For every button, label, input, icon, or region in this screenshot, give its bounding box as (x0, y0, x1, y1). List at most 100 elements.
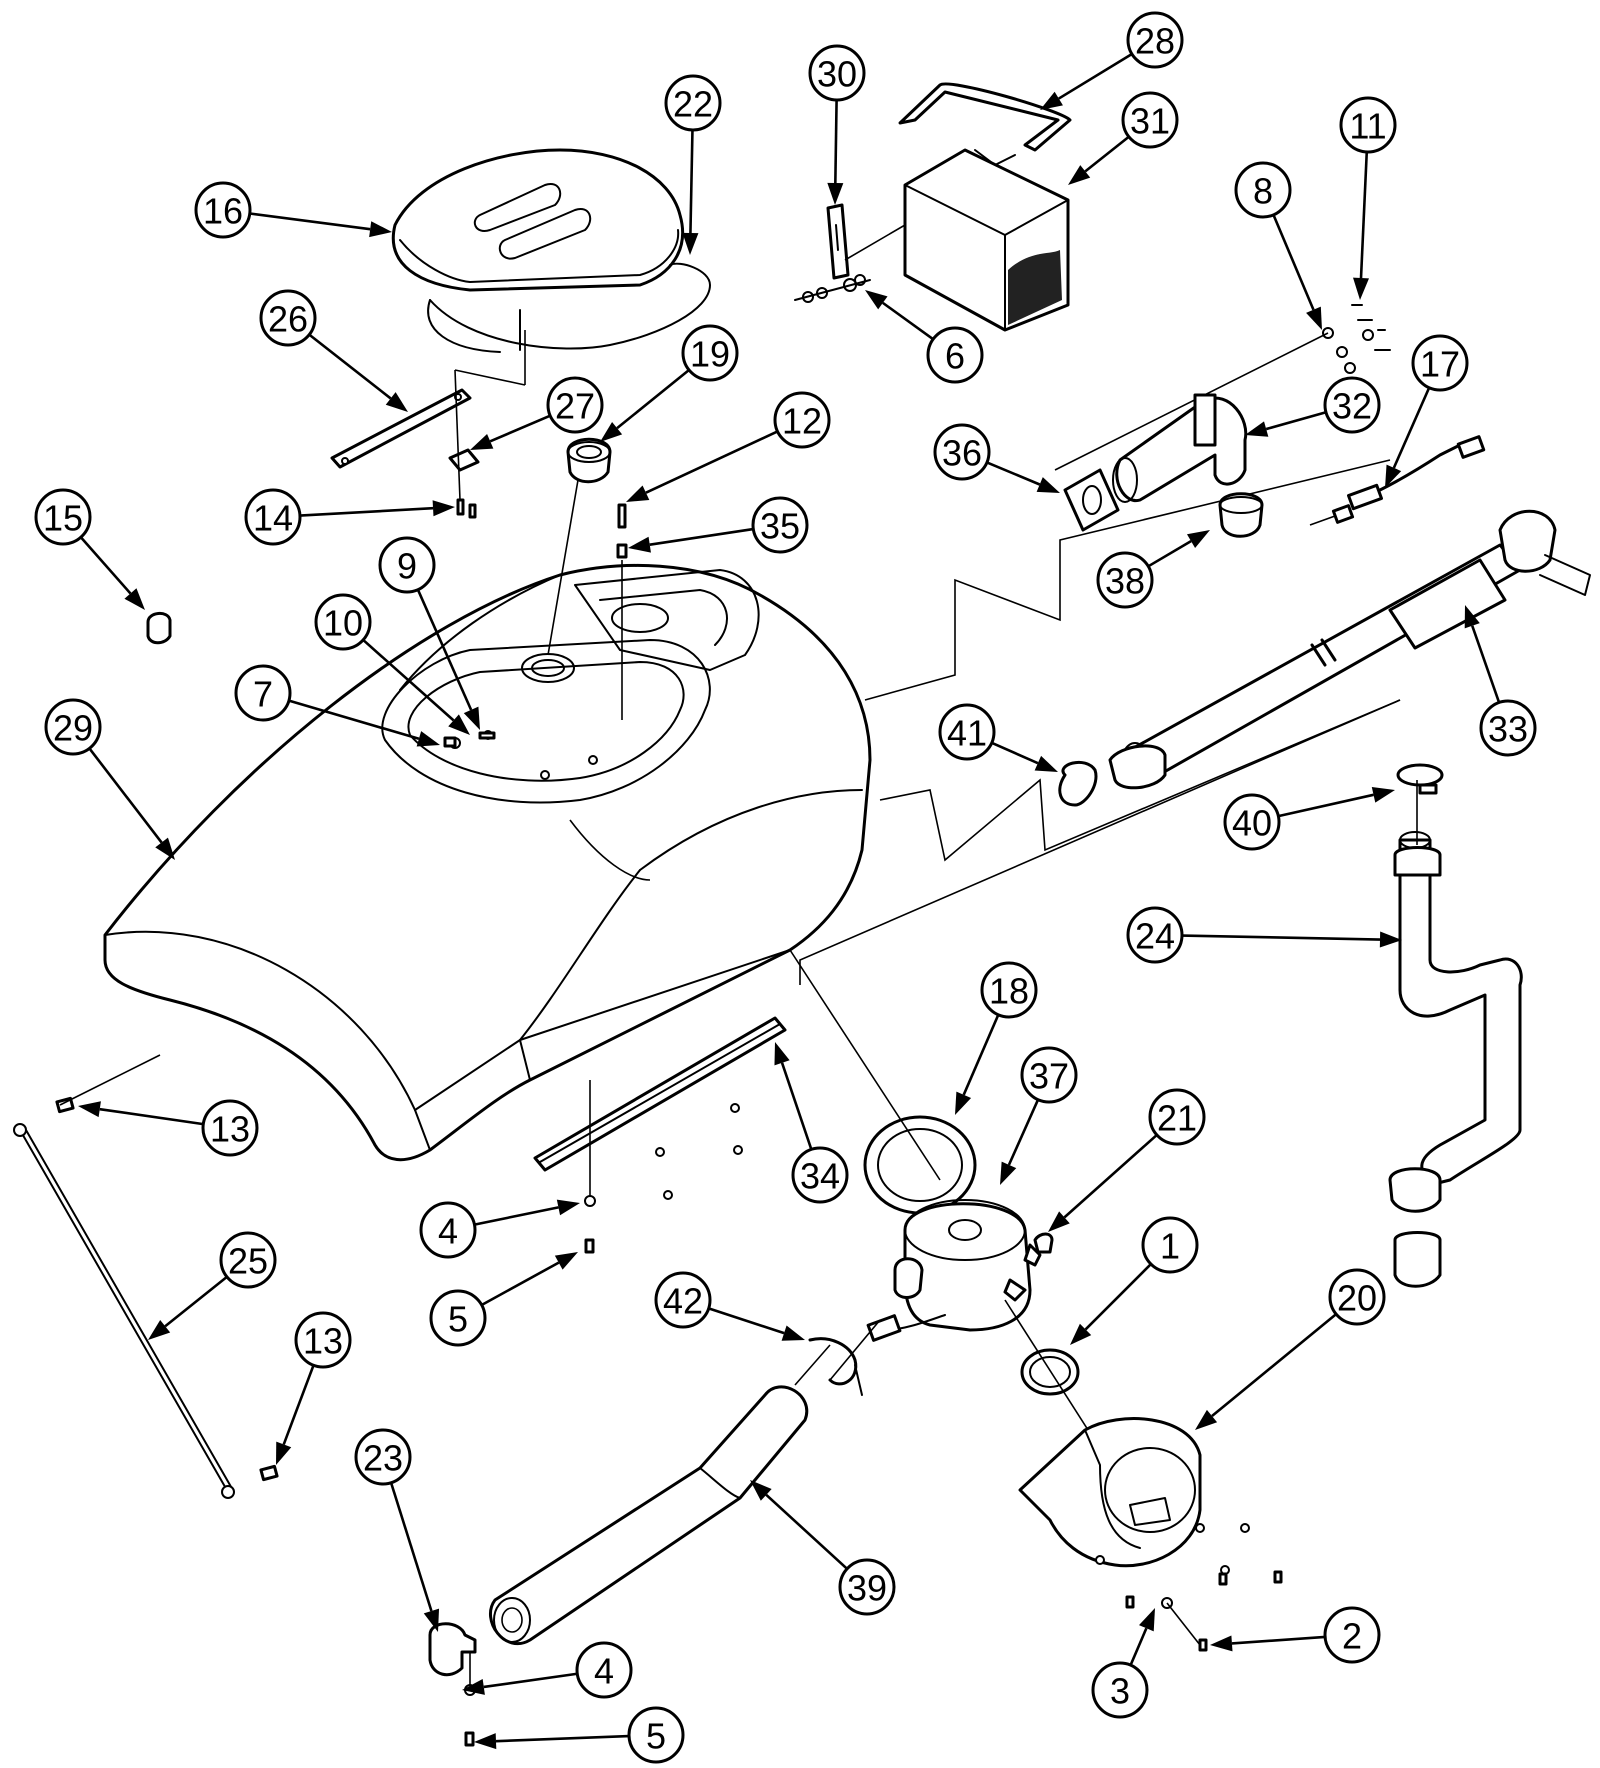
callout-circle (294, 1311, 352, 1369)
callout-number: 40 (1232, 803, 1272, 844)
callout-number: 17 (1420, 344, 1460, 385)
part-21-knob (1033, 1232, 1054, 1254)
leader-line (882, 301, 934, 341)
leader-line (282, 1364, 315, 1445)
callout-26: 26 (259, 289, 408, 412)
part-2-3-fasteners (1125, 1570, 1283, 1652)
part-36-flange (1063, 468, 1120, 532)
callout-circle (933, 423, 991, 481)
callout-number: 14 (253, 498, 293, 539)
leader-line (780, 1062, 813, 1150)
leader-line (299, 506, 434, 517)
parts-7-9-10 (443, 731, 496, 748)
leader-line (765, 1493, 848, 1570)
arrowhead (1040, 91, 1063, 110)
leader-line (708, 1307, 785, 1335)
callout-circle (378, 536, 436, 594)
callout-circle (1411, 334, 1469, 392)
arrowhead (1371, 786, 1395, 803)
callout-circle (751, 496, 809, 554)
callout-circle (926, 326, 984, 384)
callout-number: 24 (1135, 916, 1175, 957)
leader-line (1058, 52, 1133, 100)
arrowhead (1070, 1323, 1092, 1345)
callout-34: 34 (774, 1042, 849, 1204)
part-13-fasteners (55, 1054, 279, 1482)
callout-8: 8 (1234, 161, 1322, 330)
callout-21: 21 (1048, 1088, 1206, 1232)
callout-2: 2 (1210, 1606, 1381, 1664)
callout-circle (419, 1201, 477, 1259)
leader-line (834, 99, 838, 184)
callout-number: 15 (43, 498, 83, 539)
leader-line (1359, 151, 1369, 279)
callout-10: 10 (314, 593, 470, 735)
callout-number: 13 (210, 1109, 250, 1150)
arrowhead (124, 588, 145, 610)
arrowhead (1245, 421, 1269, 437)
callout-circle (838, 1558, 896, 1616)
leader-line (489, 414, 551, 443)
leader-line (164, 1275, 228, 1328)
callout-5: 5 (429, 1252, 578, 1347)
callout-number: 21 (1157, 1098, 1197, 1139)
arrowhead (750, 1480, 772, 1501)
callout-28: 28 (1040, 11, 1184, 110)
part-28-handle (898, 82, 1072, 166)
callout-number: 1 (1160, 1226, 1180, 1267)
arrowhead (600, 421, 623, 442)
arrowhead (554, 1252, 578, 1270)
part-6-hardware (794, 274, 871, 303)
callout-circle (1323, 376, 1381, 434)
arrowhead (774, 1042, 790, 1066)
leader-line (99, 1107, 204, 1126)
part-16-lid (391, 148, 685, 292)
arrowhead (1464, 605, 1480, 629)
callout-number: 5 (646, 1716, 666, 1757)
part-38-ring (1218, 492, 1264, 538)
arrowhead (1306, 306, 1322, 330)
arrowhead (556, 1199, 580, 1216)
callout-circle (1096, 551, 1154, 609)
callout-number: 42 (663, 1281, 703, 1322)
leader-line (649, 527, 754, 546)
arrowhead (955, 1091, 972, 1115)
callout-number: 23 (363, 1438, 403, 1479)
callout-number: 4 (594, 1651, 614, 1692)
callout-number: 38 (1105, 561, 1145, 602)
callout-circle (314, 593, 372, 651)
arrowhead (148, 1320, 171, 1340)
leader-line (1211, 1313, 1337, 1418)
callout-3: 3 (1091, 1608, 1155, 1719)
callout-36: 36 (933, 423, 1060, 493)
arrowhead (1139, 1608, 1155, 1632)
callout-13: 13 (276, 1311, 352, 1465)
callout-circle (219, 1231, 277, 1289)
callout-33: 33 (1464, 605, 1537, 757)
leader-line (483, 1672, 578, 1689)
callout-circle (664, 74, 722, 132)
callout-number: 13 (303, 1321, 343, 1362)
callout-circle (1339, 96, 1397, 154)
callout-4: 4 (419, 1199, 580, 1259)
arrowhead (385, 392, 408, 412)
callout-number: 32 (1332, 386, 1372, 427)
part-32-elbow (1112, 393, 1248, 503)
callout-number: 12 (782, 401, 822, 442)
leader-line (1084, 135, 1130, 173)
callout-37: 37 (1000, 1046, 1078, 1185)
part-15-plug (146, 612, 172, 645)
callout-number: 33 (1488, 709, 1528, 750)
part-18-gasket (863, 1115, 977, 1215)
arrowhead (423, 1608, 440, 1632)
arrowhead (1048, 1211, 1070, 1232)
leader-line (1278, 793, 1374, 818)
callout-number: 3 (1110, 1671, 1130, 1712)
arrowhead (369, 221, 392, 238)
callout-circle (354, 1428, 412, 1486)
callout-number: 9 (397, 546, 417, 587)
callout-32: 32 (1245, 376, 1381, 437)
parts-drawing (13, 82, 1591, 1747)
callout-13: 13 (78, 1099, 259, 1157)
